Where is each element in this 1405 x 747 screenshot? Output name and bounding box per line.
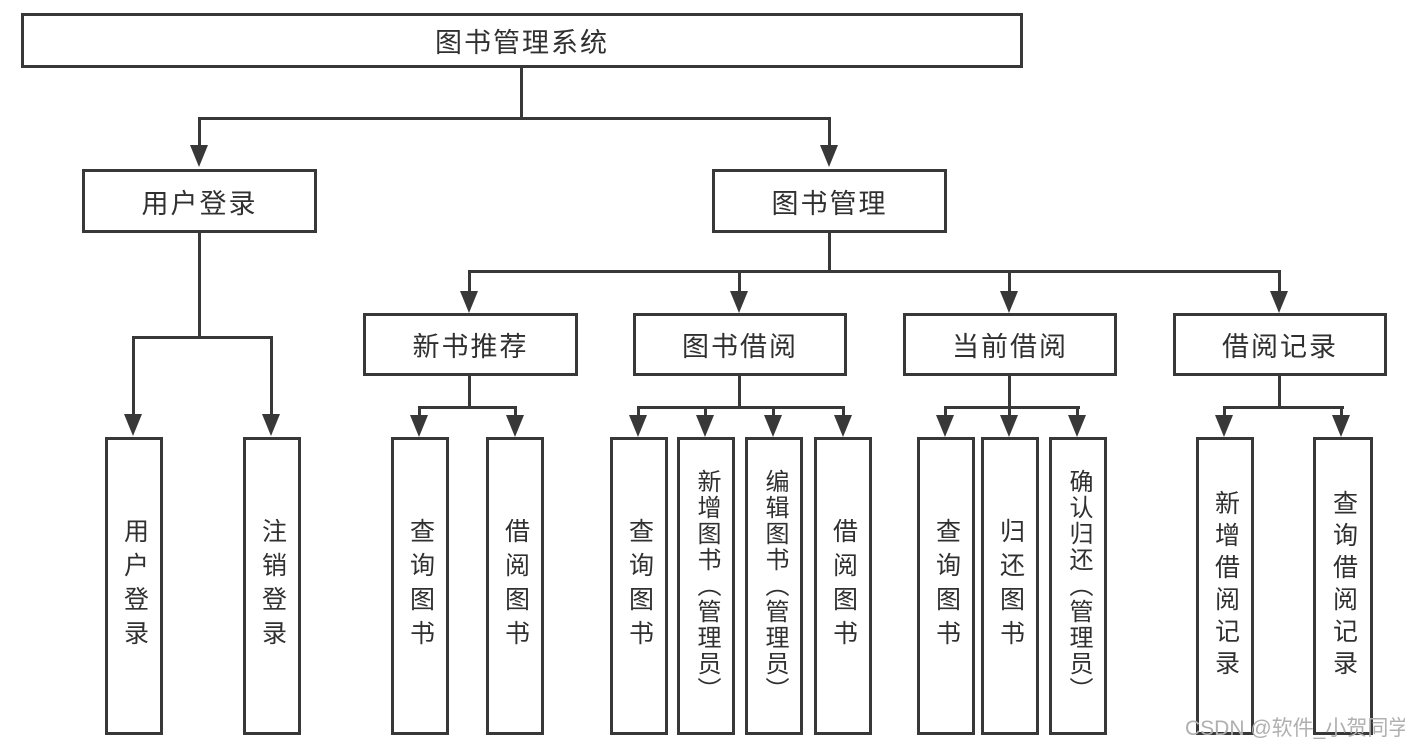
arrow-down-icon — [764, 415, 782, 437]
leaf-label: 注销登录 — [258, 518, 287, 654]
connector-line — [637, 406, 640, 418]
arrow-down-icon — [834, 415, 852, 437]
node-book-management-label: 图书管理 — [771, 188, 888, 219]
arrow-down-icon — [730, 291, 748, 313]
connector-line — [1278, 270, 1281, 293]
leaf-return-books: 归还图书 — [981, 437, 1039, 735]
connector-line — [198, 117, 831, 120]
connector-line — [1076, 406, 1079, 418]
connector-line — [1008, 406, 1011, 418]
leaf-label: 查询图书 — [932, 518, 961, 654]
connector-line — [944, 406, 1080, 409]
node-borrowing-records: 借阅记录 — [1173, 313, 1387, 376]
connector-line — [198, 117, 201, 147]
node-new-book-recommend: 新书推荐 — [363, 313, 578, 376]
arrow-down-icon — [410, 415, 428, 437]
arrow-down-icon — [1000, 415, 1018, 437]
connector-line — [1278, 376, 1281, 406]
connector-line — [828, 233, 831, 270]
connector-line — [637, 406, 845, 409]
connector-line — [1223, 406, 1344, 409]
connector-line — [270, 336, 273, 416]
leaf-label: 查询图书 — [625, 518, 654, 654]
connector-line — [738, 376, 741, 406]
leaf-label: 用户登录 — [120, 518, 149, 654]
connector-line — [1223, 406, 1226, 418]
arrow-down-icon — [936, 415, 954, 437]
connector-line — [842, 406, 845, 418]
leaf-label: 确认归还（管理员） — [1065, 469, 1092, 703]
leaf-add-books-admin: 新增图书（管理员） — [677, 437, 735, 735]
leaf-add-borrow-record: 新增借阅记录 — [1196, 437, 1254, 735]
leaf-label: 编辑图书（管理员） — [761, 469, 788, 703]
node-user-login-label: 用户登录 — [141, 188, 258, 219]
connector-line — [772, 406, 775, 418]
leaf-query-books-3: 查询图书 — [917, 437, 975, 735]
connector-line — [944, 406, 947, 418]
arrow-down-icon — [262, 414, 280, 436]
leaf-query-books-2: 查询图书 — [610, 437, 668, 735]
leaf-logout: 注销登录 — [243, 437, 301, 735]
arrow-down-icon — [460, 291, 478, 313]
connector-line — [520, 68, 523, 117]
leaf-borrow-books-2: 借阅图书 — [814, 437, 872, 735]
connector-line — [418, 406, 421, 418]
connector-line — [1008, 270, 1011, 293]
arrow-down-icon — [1332, 415, 1350, 437]
leaf-confirm-return-admin: 确认归还（管理员） — [1049, 437, 1107, 735]
node-root: 图书管理系统 — [21, 13, 1023, 68]
connector-line — [514, 406, 517, 418]
connector-line — [738, 270, 741, 293]
node-borrowing-records-label: 借阅记录 — [1222, 332, 1338, 362]
arrow-down-icon — [1215, 415, 1233, 437]
leaf-label: 查询借阅记录 — [1329, 490, 1358, 682]
node-current-borrowing: 当前借阅 — [903, 313, 1117, 376]
node-current-borrowing-label: 当前借阅 — [952, 332, 1068, 362]
arrow-down-icon — [1000, 291, 1018, 313]
leaf-label: 查询图书 — [406, 518, 435, 654]
arrow-down-icon — [629, 415, 647, 437]
arrow-down-icon — [190, 145, 208, 167]
csdn-watermark: CSDN @软件_小贺同学 — [1185, 717, 1405, 740]
arrow-down-icon — [696, 415, 714, 437]
leaf-label: 借阅图书 — [829, 518, 858, 654]
connector-line — [198, 233, 201, 336]
node-user-login: 用户登录 — [82, 169, 317, 233]
connector-line — [468, 270, 1281, 273]
connector-line — [468, 376, 471, 406]
arrow-down-icon — [506, 415, 524, 437]
leaf-borrow-books-1: 借阅图书 — [486, 437, 544, 735]
node-book-borrowing-label: 图书借阅 — [682, 332, 798, 362]
leaf-query-books-1: 查询图书 — [391, 437, 449, 735]
arrow-down-icon — [1068, 415, 1086, 437]
leaf-label: 借阅图书 — [501, 518, 530, 654]
arrow-down-icon — [124, 414, 142, 436]
connector-line — [1008, 376, 1011, 406]
node-book-borrowing: 图书借阅 — [633, 313, 847, 376]
leaf-label: 新增借阅记录 — [1211, 490, 1240, 682]
connector-line — [132, 336, 273, 339]
leaf-edit-books-admin: 编辑图书（管理员） — [745, 437, 803, 735]
node-new-book-recommend-label: 新书推荐 — [412, 332, 529, 362]
node-root-label: 图书管理系统 — [435, 28, 609, 58]
leaf-label: 归还图书 — [996, 518, 1025, 654]
leaf-user-login: 用户登录 — [105, 437, 163, 735]
connector-line — [132, 336, 135, 416]
connector-line — [828, 117, 831, 147]
leaf-query-borrow-record: 查询借阅记录 — [1313, 437, 1373, 735]
node-book-management: 图书管理 — [712, 169, 947, 233]
arrow-down-icon — [820, 145, 838, 167]
arrow-down-icon — [1270, 291, 1288, 313]
connector-line — [468, 270, 471, 293]
connector-line — [1340, 406, 1343, 418]
connector-line — [704, 406, 707, 418]
connector-line — [418, 406, 517, 409]
leaf-label: 新增图书（管理员） — [693, 469, 720, 703]
